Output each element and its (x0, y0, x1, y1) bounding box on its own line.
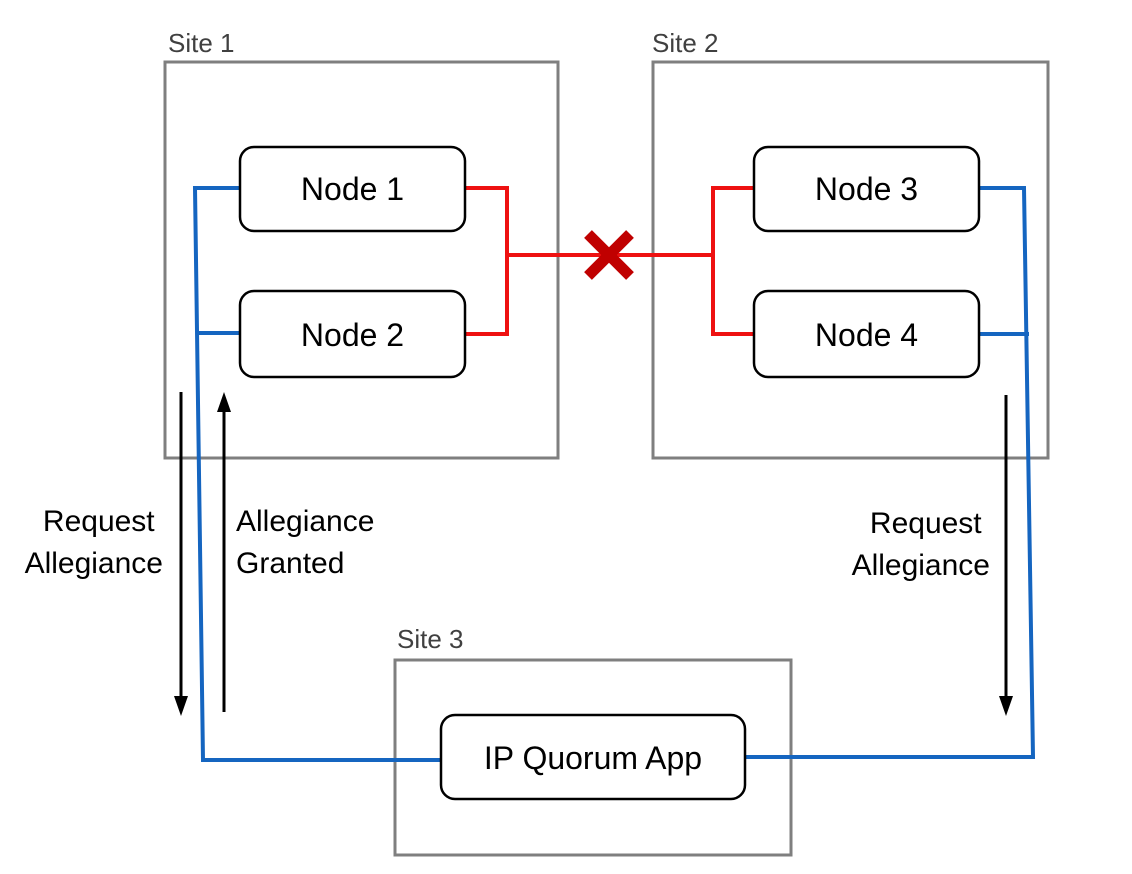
node-2-box (238, 289, 467, 379)
node-2-label: Node 2 (301, 317, 404, 353)
site-2-box (651, 60, 1050, 460)
node-4: Node 4 (752, 289, 981, 379)
quorum-links-site-1 (192, 186, 443, 762)
site-1: Site 1 (163, 28, 560, 460)
site-1-node-bus (463, 186, 509, 336)
left-granted-label-line-2: Granted (236, 547, 344, 580)
left-granted-arrow (217, 392, 231, 712)
site-2-label: Site 2 (652, 28, 719, 58)
site-3-label: Site 3 (397, 624, 464, 654)
node-1-label: Node 1 (301, 171, 404, 207)
ip-quorum-app: IP Quorum App (439, 713, 747, 801)
left-request-label: Request Allegiance (25, 505, 163, 580)
ip-quorum-app-box (439, 713, 747, 801)
node-3: Node 3 (752, 145, 981, 233)
node-2: Node 2 (238, 289, 467, 379)
node-3-box (752, 145, 981, 233)
left-request-label-line-1: Request (43, 505, 155, 538)
site-2-node-bus (711, 186, 756, 336)
left-request-arrow (174, 392, 188, 716)
right-request-label: Request Allegiance (852, 507, 990, 582)
ip-quorum-app-label: IP Quorum App (484, 740, 702, 776)
x-cross-stroke-2 (584, 230, 634, 280)
node-1-box (238, 145, 467, 233)
left-request-label-line-2: Allegiance (25, 547, 163, 580)
quorum-links-site-2 (743, 186, 1036, 759)
right-request-arrow (999, 395, 1013, 716)
left-granted-label-line-1: Allegiance (236, 505, 374, 538)
site-1-box (163, 60, 560, 460)
node-4-box (752, 289, 981, 379)
right-request-arrow-head (999, 696, 1013, 716)
node-1: Node 1 (238, 145, 467, 233)
left-request-arrow-head (174, 696, 188, 716)
node-1-quorum-link (192, 186, 443, 762)
left-granted-arrow-head (217, 392, 231, 412)
x-cross-icon (584, 230, 634, 280)
left-granted-label: Allegiance Granted (236, 505, 383, 580)
right-request-label-line-2: Allegiance (852, 549, 990, 582)
node-4-label: Node 4 (815, 317, 918, 353)
node-3-quorum-link (743, 186, 1036, 759)
site-1-label: Site 1 (168, 28, 235, 58)
node-3-label: Node 3 (815, 171, 918, 207)
site-2: Site 2 (651, 28, 1050, 460)
right-request-label-line-1: Request (870, 507, 982, 540)
